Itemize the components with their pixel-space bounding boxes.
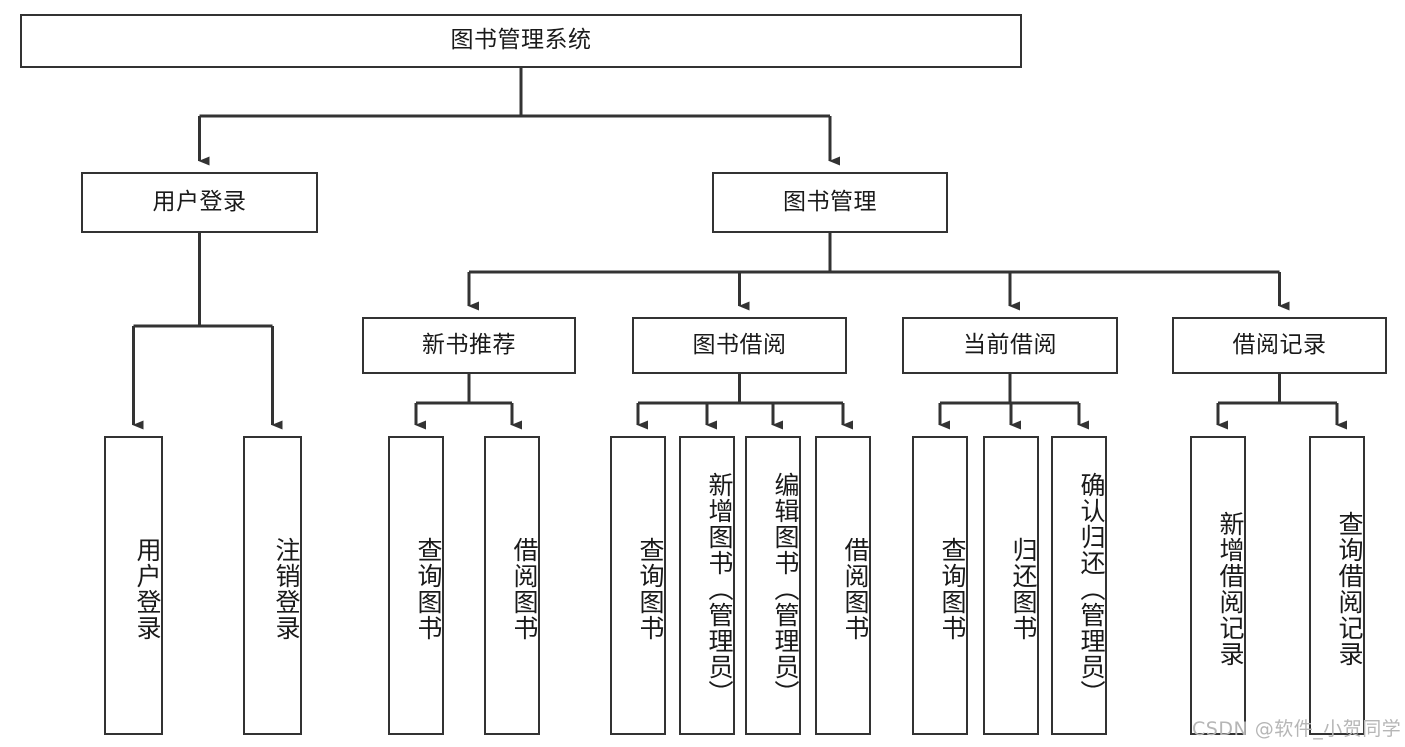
node-label: 用户登录 [133, 536, 162, 641]
node-borrow-record[interactable]: 借阅记录 [1172, 317, 1387, 374]
node-label: 借阅记录 [1232, 331, 1327, 358]
node-leaf-query-book-1[interactable]: 查询图书 [388, 436, 444, 735]
node-user-login[interactable]: 用户登录 [81, 172, 318, 233]
node-leaf-confirm-return[interactable]: 确认归还（管理员） [1051, 436, 1107, 735]
node-leaf-logout[interactable]: 注销登录 [243, 436, 302, 735]
node-label: 新增图书（管理员） [705, 471, 734, 706]
node-leaf-query-book-3[interactable]: 查询图书 [912, 436, 968, 735]
node-label: 查询图书 [938, 536, 967, 641]
node-label: 图书管理 [783, 188, 877, 215]
node-current-borrow[interactable]: 当前借阅 [902, 317, 1118, 374]
node-label: 图书借阅 [692, 331, 787, 358]
node-label: 用户登录 [152, 188, 247, 215]
node-leaf-add-book[interactable]: 新增图书（管理员） [679, 436, 735, 735]
node-label: 当前借阅 [963, 331, 1057, 358]
node-book-manage[interactable]: 图书管理 [712, 172, 948, 233]
node-label: 查询图书 [414, 536, 443, 641]
node-label: 借阅图书 [841, 536, 870, 641]
node-leaf-user-login[interactable]: 用户登录 [104, 436, 163, 735]
node-leaf-add-record[interactable]: 新增借阅记录 [1190, 436, 1246, 735]
node-leaf-borrow-book-1[interactable]: 借阅图书 [484, 436, 540, 735]
node-label: 新增借阅记录 [1216, 510, 1245, 667]
node-label: 新书推荐 [422, 331, 516, 358]
node-label: 借阅图书 [510, 536, 539, 641]
node-label: 查询图书 [636, 536, 665, 641]
node-leaf-query-book-2[interactable]: 查询图书 [610, 436, 666, 735]
node-label: 归还图书 [1009, 536, 1038, 641]
node-label: 编辑图书（管理员） [771, 471, 800, 706]
node-leaf-edit-book[interactable]: 编辑图书（管理员） [745, 436, 801, 735]
node-leaf-query-record[interactable]: 查询借阅记录 [1309, 436, 1365, 735]
node-label: 注销登录 [272, 536, 301, 641]
node-book-borrow[interactable]: 图书借阅 [632, 317, 847, 374]
node-label: 图书管理系统 [450, 27, 592, 54]
node-leaf-borrow-book-2[interactable]: 借阅图书 [815, 436, 871, 735]
node-root[interactable]: 图书管理系统 [20, 14, 1022, 68]
node-label: 确认归还（管理员） [1077, 471, 1106, 706]
node-leaf-return-book[interactable]: 归还图书 [983, 436, 1039, 735]
node-label: 查询借阅记录 [1335, 510, 1364, 667]
node-new-book-rec[interactable]: 新书推荐 [362, 317, 576, 374]
